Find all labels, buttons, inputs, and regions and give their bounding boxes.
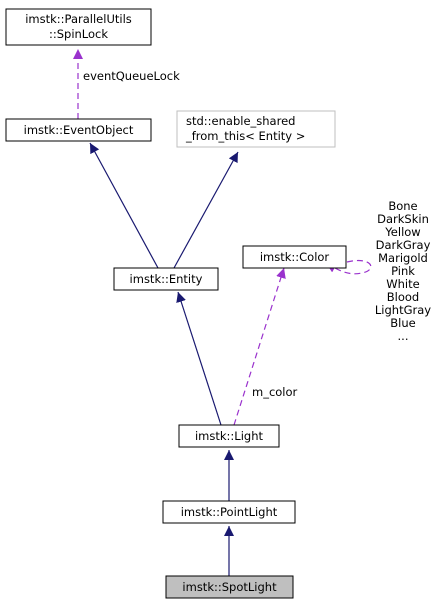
node-enable-shared-from-this[interactable]: std::enable_shared _from_this< Entity > bbox=[176, 110, 336, 148]
node-spotlight[interactable]: imstk::SpotLight bbox=[165, 575, 294, 599]
edge-entity-eventobject bbox=[89, 142, 159, 269]
node-entity[interactable]: imstk::Entity bbox=[113, 267, 219, 291]
node-eventobject-label: imstk::EventObject bbox=[24, 123, 134, 137]
node-light[interactable]: imstk::Light bbox=[178, 424, 280, 448]
node-color-label: imstk::Color bbox=[260, 250, 330, 264]
color-member: Marigold bbox=[378, 251, 428, 265]
node-pointlight[interactable]: imstk::PointLight bbox=[162, 500, 296, 524]
node-pointlight-label: imstk::PointLight bbox=[181, 505, 278, 519]
node-spinlock[interactable]: imstk::ParallelUtils ::SpinLock bbox=[5, 8, 152, 46]
node-spinlock-line1: imstk::ParallelUtils bbox=[25, 12, 132, 26]
node-light-label: imstk::Light bbox=[195, 429, 263, 443]
node-spotlight-label: imstk::SpotLight bbox=[182, 580, 277, 594]
color-member: Blood bbox=[387, 290, 419, 304]
color-member: Yellow bbox=[384, 225, 420, 239]
edge-label-m-color: m_color bbox=[252, 385, 298, 399]
node-entity-label: imstk::Entity bbox=[130, 272, 203, 286]
edge-light-entity bbox=[176, 291, 222, 426]
color-member: ... bbox=[398, 329, 409, 343]
color-member: Blue bbox=[390, 316, 415, 330]
node-eventobject[interactable]: imstk::EventObject bbox=[5, 118, 152, 142]
edge-light-color bbox=[233, 267, 286, 426]
node-enable-shared-line1: std::enable_shared bbox=[186, 114, 295, 128]
color-members-list: Bone DarkSkin Yellow DarkGray Marigold P… bbox=[375, 199, 431, 343]
color-member: DarkSkin bbox=[377, 212, 429, 226]
edge-entity-enable-shared bbox=[173, 151, 239, 269]
color-member: White bbox=[386, 277, 419, 291]
node-spinlock-line2: ::SpinLock bbox=[49, 27, 108, 41]
color-member: DarkGray bbox=[376, 238, 431, 252]
color-member: Pink bbox=[391, 264, 415, 278]
color-member: LightGray bbox=[375, 303, 431, 317]
color-member: Bone bbox=[388, 199, 417, 213]
node-color[interactable]: imstk::Color bbox=[242, 245, 347, 269]
node-enable-shared-line2: _from_this< Entity > bbox=[185, 129, 305, 143]
edge-label-event-queue-lock: eventQueueLock bbox=[83, 69, 180, 83]
edge-color-self-loop bbox=[325, 260, 372, 275]
